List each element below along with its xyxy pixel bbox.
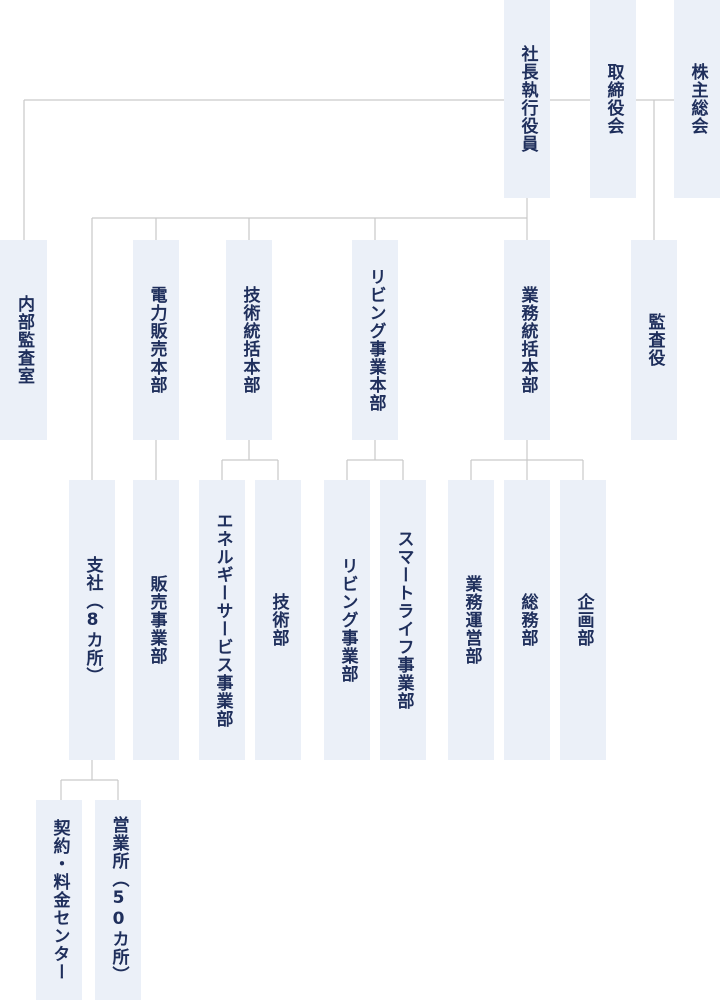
- internal-audit-box: 内部監査室: [0, 240, 47, 440]
- contract-center-label: 契約・料金センター: [49, 819, 70, 981]
- sales-dept-box: 販売事業部: [133, 480, 179, 760]
- technology-dept-label: 技術部: [268, 593, 289, 647]
- living-hq-box: リビング事業本部: [352, 240, 398, 440]
- power-sales-hq-box: 電力販売本部: [133, 240, 179, 440]
- board-label: 取締役会: [603, 63, 624, 135]
- living-hq-label: リビング事業本部: [365, 268, 386, 412]
- planning-dept-label: 企画部: [573, 593, 594, 647]
- sales-offices-box: 営業所（50カ所）: [95, 800, 141, 1000]
- living-dept-label: リビング事業部: [337, 557, 358, 683]
- energy-service-dept-box: エネルギーサービス事業部: [199, 480, 245, 760]
- president-label: 社長執行役員: [517, 45, 538, 153]
- power-sales-hq-label: 電力販売本部: [146, 286, 167, 394]
- auditors-label: 監査役: [644, 313, 665, 367]
- operations-hq-box: 業務統括本部: [504, 240, 550, 440]
- business-ops-dept-label: 業務運営部: [461, 575, 482, 665]
- smart-life-dept-box: スマートライフ事業部: [380, 480, 426, 760]
- business-ops-dept-box: 業務運営部: [448, 480, 494, 760]
- living-dept-box: リビング事業部: [324, 480, 370, 760]
- energy-service-dept-label: エネルギーサービス事業部: [212, 512, 233, 728]
- operations-hq-label: 業務統括本部: [517, 286, 538, 394]
- branches-box: 支社（8カ所）: [69, 480, 115, 760]
- board-box: 取締役会: [590, 0, 636, 198]
- sales-dept-label: 販売事業部: [146, 575, 167, 665]
- smart-life-dept-label: スマートライフ事業部: [393, 530, 414, 710]
- sales-offices-label: 営業所（50カ所）: [108, 816, 129, 984]
- auditors-box: 監査役: [631, 240, 677, 440]
- president-box: 社長執行役員: [504, 0, 550, 198]
- shareholders-label: 株主総会: [687, 63, 708, 135]
- technology-hq-box: 技術統括本部: [226, 240, 272, 440]
- technology-dept-box: 技術部: [255, 480, 301, 760]
- technology-hq-label: 技術統括本部: [239, 286, 260, 394]
- shareholders-box: 株主総会: [674, 0, 720, 198]
- contract-center-box: 契約・料金センター: [36, 800, 82, 1000]
- general-affairs-dept-label: 総務部: [517, 593, 538, 647]
- internal-audit-label: 内部監査室: [14, 295, 34, 385]
- general-affairs-dept-box: 総務部: [504, 480, 550, 760]
- planning-dept-box: 企画部: [560, 480, 606, 760]
- branches-label: 支社（8カ所）: [82, 555, 103, 685]
